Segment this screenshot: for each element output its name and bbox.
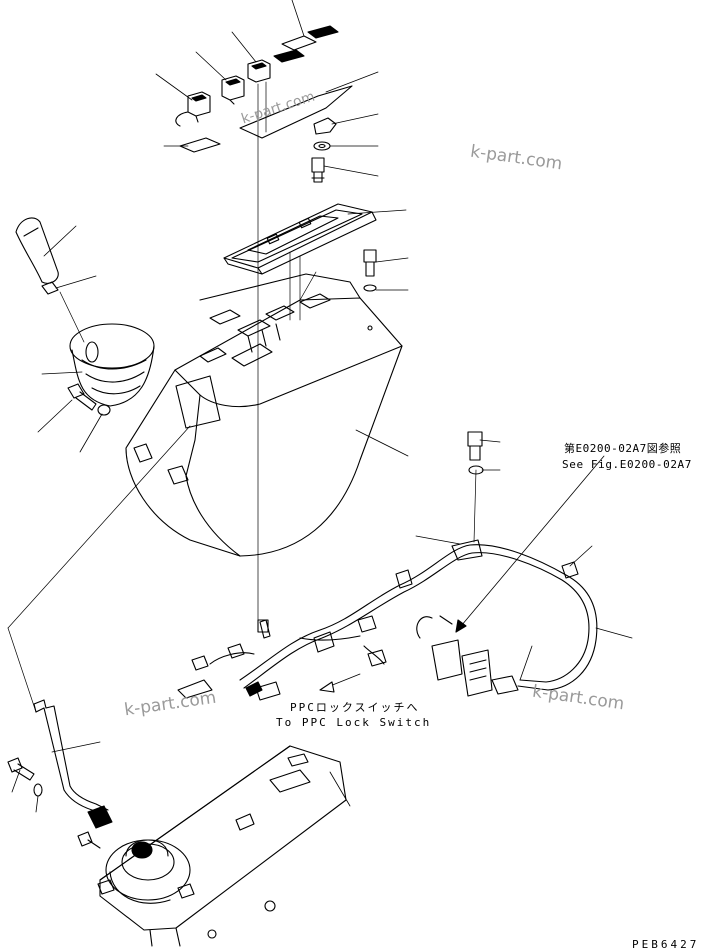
console-box — [125, 273, 403, 557]
bolt-upper — [311, 157, 325, 183]
see-fig-label-en: See Fig.E0200-02A7 — [562, 458, 693, 471]
lever-nut — [41, 281, 59, 295]
ppc-switch-label-en: To PPC Lock Switch — [276, 716, 432, 729]
lever-rod — [33, 699, 113, 829]
valve-bracket — [99, 745, 347, 947]
valve-small-bolt — [77, 831, 101, 849]
wiring-harness — [177, 539, 598, 701]
lever-knob — [15, 217, 59, 284]
rocker-switch-group — [175, 59, 271, 127]
see-fig-label-jp: 第E0200-02A7図参照 — [564, 442, 682, 455]
bolt-mid — [363, 249, 377, 277]
switch-lenses-group — [273, 25, 339, 63]
valve-washer — [33, 783, 43, 797]
label-plate — [179, 137, 221, 153]
pilot-valve — [97, 839, 195, 904]
ppc-arrow — [319, 673, 361, 693]
drawing-number: PEB6427 — [632, 938, 700, 951]
clip-part — [313, 117, 337, 135]
assembly-lines — [7, 81, 477, 713]
valve-bolt — [7, 757, 35, 781]
washer-mid — [363, 284, 377, 292]
boot-bolt — [67, 383, 97, 411]
washer-upper — [313, 141, 331, 151]
boot-washer — [97, 404, 111, 416]
see-fig-arrow — [455, 455, 605, 633]
ppc-switch-label-jp: PPCロックスイッチへ — [290, 701, 420, 714]
leader-lines — [11, 0, 633, 813]
lever-boot — [69, 323, 155, 407]
harness-bolt — [467, 431, 483, 461]
